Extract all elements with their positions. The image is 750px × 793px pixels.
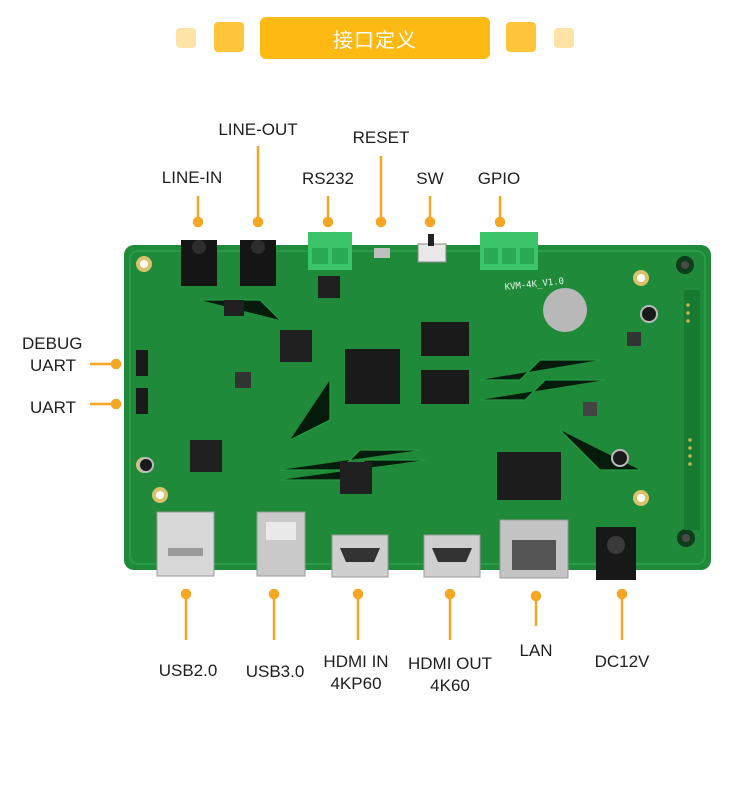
decor-square-small-right [554,28,574,48]
debug-uart-header [136,350,148,376]
usb2-port [156,511,215,577]
uart-header [136,388,148,414]
label-dc12v: DC12V [594,652,650,671]
buzzer [543,288,587,332]
page-title: 接口定义 [260,17,490,59]
decor-square-small-left [176,28,196,48]
label-uart: UART [30,398,76,417]
sw-switch [417,243,447,263]
label-sw: SW [416,169,444,188]
ic-chip-1 [280,330,312,362]
reset-button [374,248,390,258]
label-debug-uart-line2: UART [30,356,76,375]
label-usb3: USB3.0 [245,662,305,681]
label-usb2: USB2.0 [158,661,218,680]
ddr-chip-1 [421,322,469,356]
label-line-in: LINE-IN [161,168,223,187]
ddr-chip-2 [421,370,469,404]
ic-chip-3 [340,462,372,494]
leader-lines [90,146,628,640]
label-line-out: LINE-OUT [218,120,298,139]
decor-square-large-left [214,22,244,52]
label-gpio: GPIO [477,169,521,188]
label-hdmi-out-line1: HDMI OUT [407,654,493,673]
label-lan: LAN [519,641,553,660]
label-hdmi-in-line1: HDMI IN [323,652,389,671]
usb3-port [256,511,306,577]
decor-square-large-right [506,22,536,52]
main-chip [345,349,400,404]
label-hdmi-out-line2: 4K60 [430,676,470,695]
ic-chip-2 [190,440,222,472]
lan-transformer [497,452,561,500]
label-hdmi-in-line2: 4KP60 [330,674,382,693]
label-debug-uart-line1: DEBUG [22,334,83,353]
label-rs232: RS232 [302,169,354,188]
label-reset: RESET [352,128,410,147]
